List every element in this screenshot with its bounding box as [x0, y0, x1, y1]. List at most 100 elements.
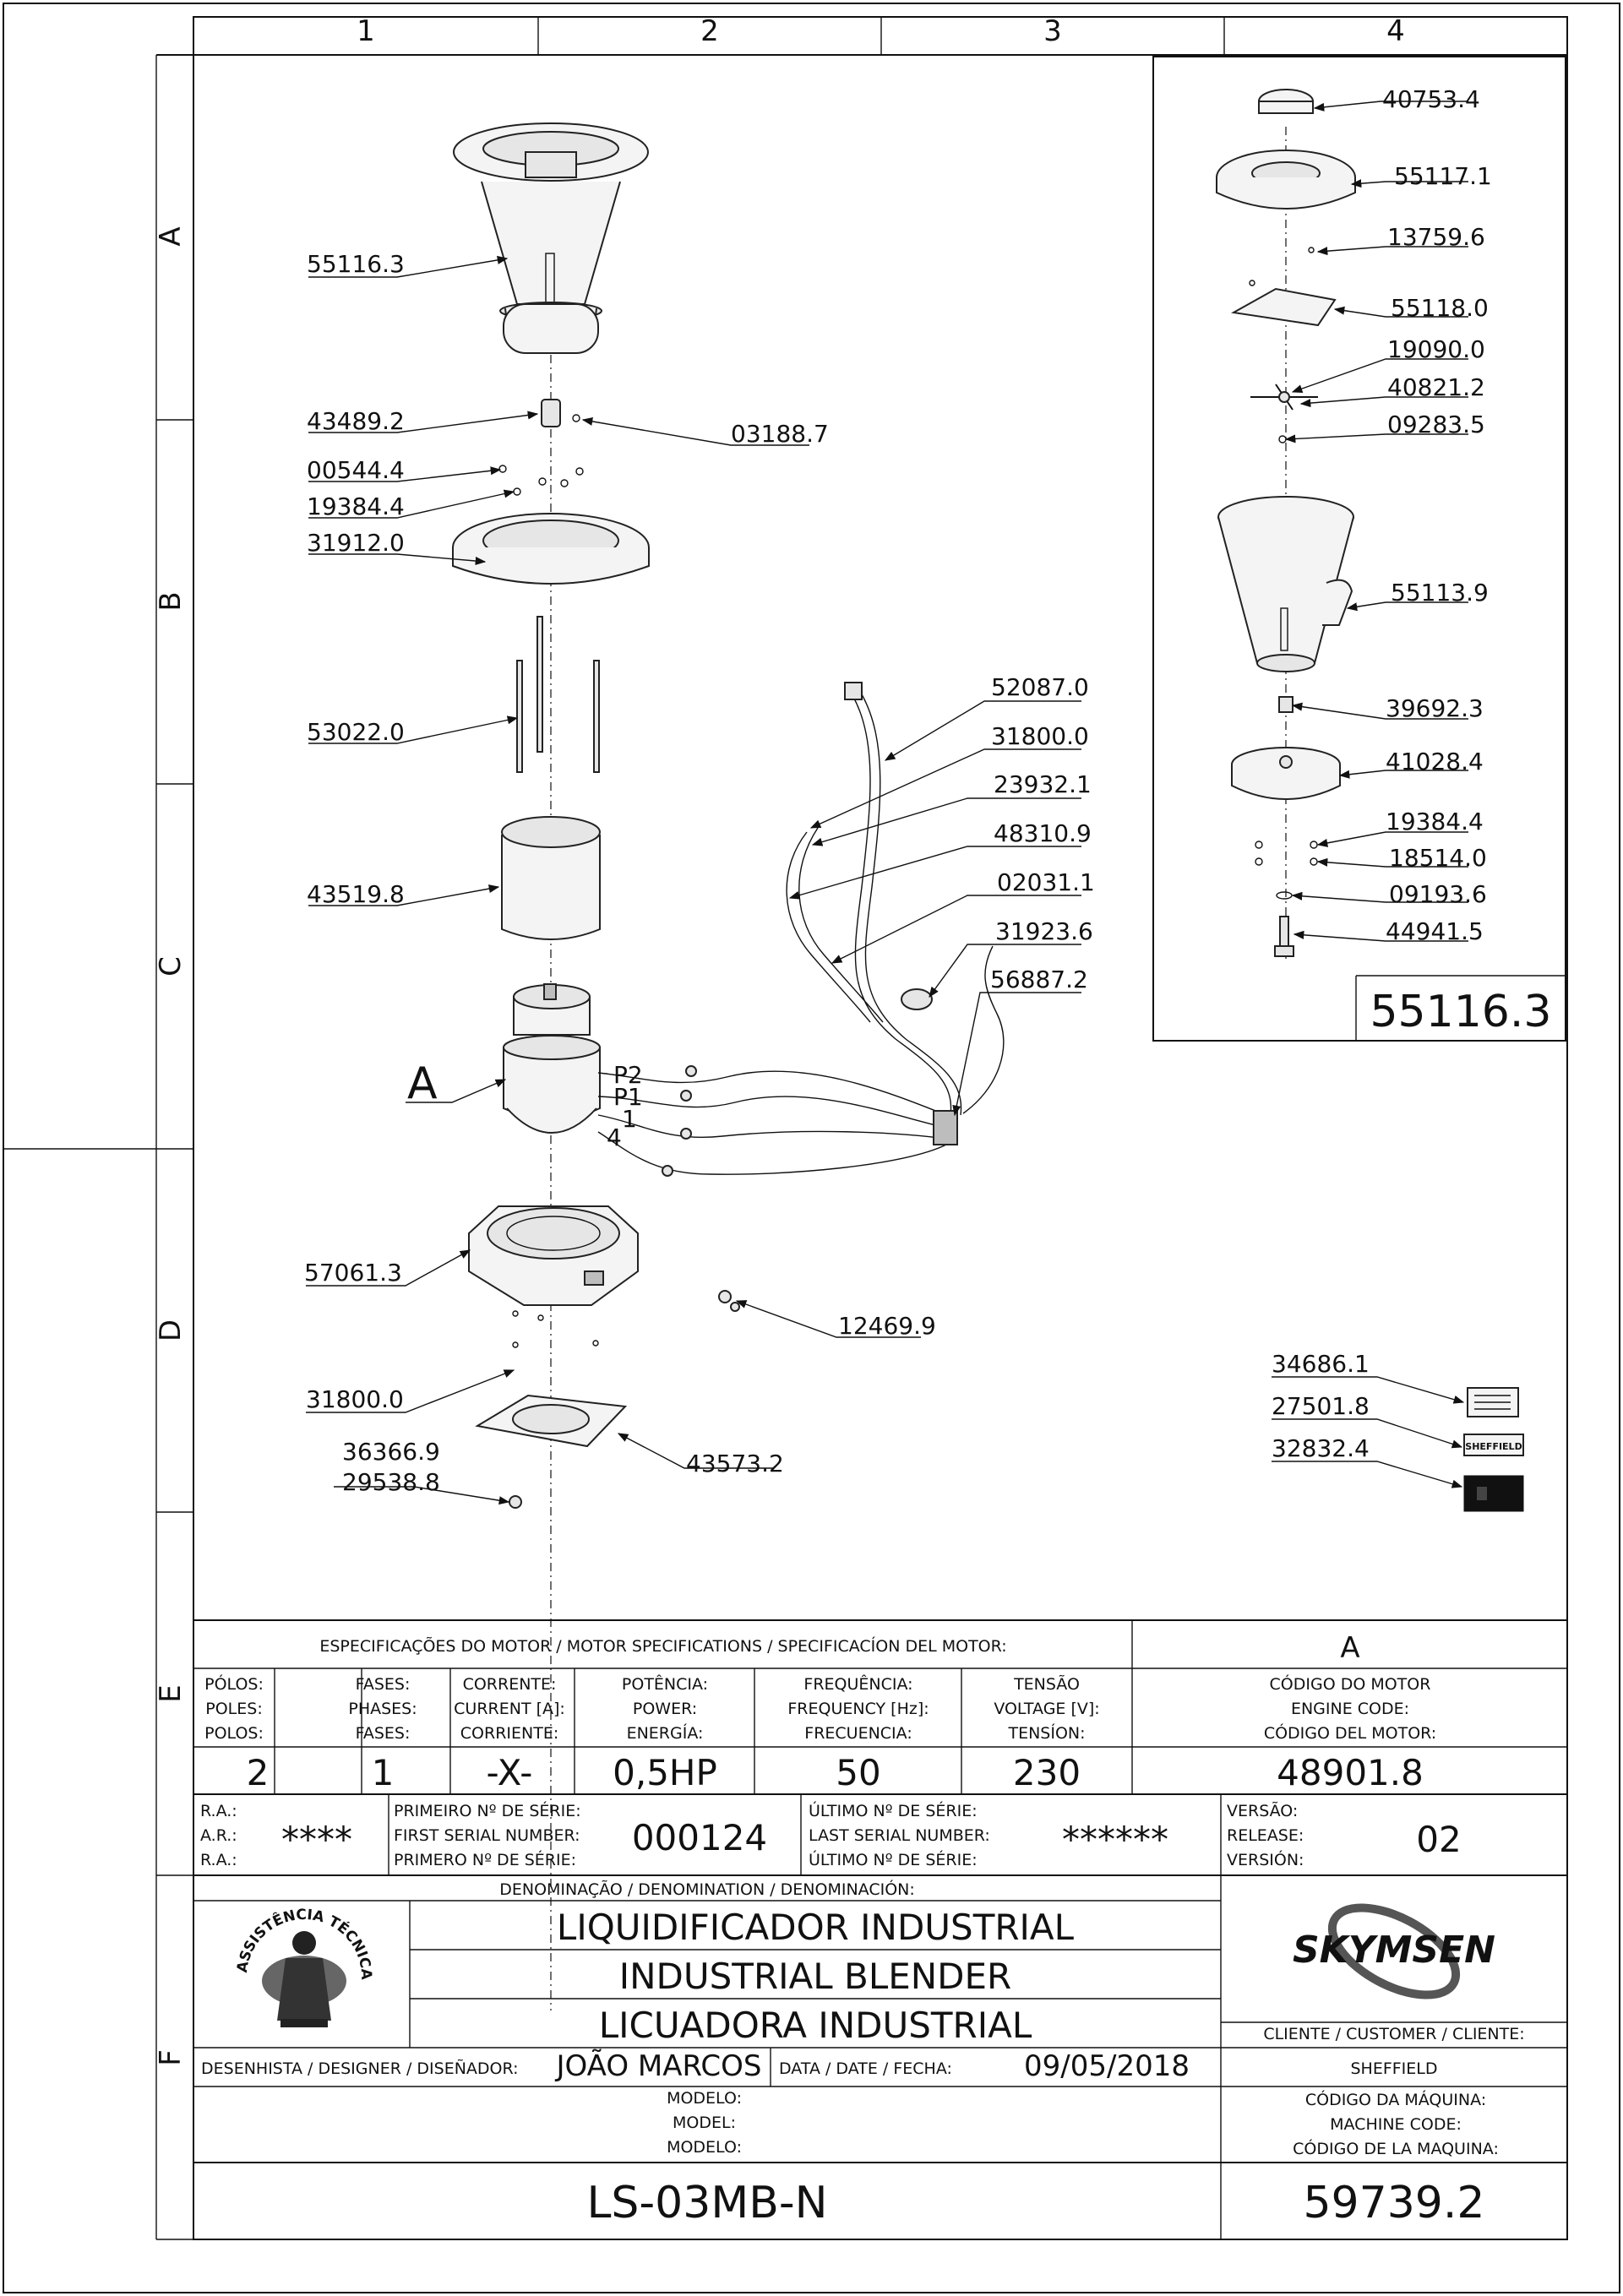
motor-part	[503, 983, 601, 1134]
callout-32832-4: 32832.4	[1272, 1434, 1370, 1462]
svg-text:2: 2	[247, 1752, 270, 1793]
svg-text:FASES:: FASES:	[356, 1724, 411, 1743]
coupling-part	[498, 399, 584, 496]
denomination-en: INDUSTRIAL BLENDER	[619, 1956, 1011, 1997]
denomination-pt: LIQUIDIFICADOR INDUSTRIAL	[557, 1907, 1075, 1948]
sticker-brand: SHEFFIELD	[1465, 1441, 1522, 1452]
machine-code-labels: CÓDIGO DA MÁQUINA: MACHINE CODE: CÓDIGO …	[1293, 2089, 1499, 2158]
detail-part-55118-0: 55118.0	[1391, 294, 1489, 322]
detail-part-09283-5: 09283.5	[1387, 411, 1485, 438]
grid-column-4: 4	[1386, 14, 1405, 48]
rods-part	[516, 616, 600, 773]
callout-31912-0: 31912.0	[307, 529, 405, 557]
svg-text:230: 230	[1013, 1752, 1081, 1793]
detail-part-13759-6: 13759.6	[1387, 223, 1485, 251]
svg-text:CÓDIGO DE LA MAQUINA:: CÓDIGO DE LA MAQUINA:	[1293, 2138, 1499, 2158]
svg-text:VERSIÓN:: VERSIÓN:	[1227, 1849, 1304, 1869]
callout-31800-0-screws: 31800.0	[306, 1385, 404, 1413]
callout-leaders	[306, 255, 1465, 1505]
first-serial-block: PRIMEIRO Nº DE SÉRIE: FIRST SERIAL NUMBE…	[394, 1801, 767, 1869]
title-block-lines	[193, 1619, 1567, 2239]
svg-text:ENERGÍA:: ENERGÍA:	[627, 1723, 704, 1743]
svg-text:CÓDIGO DEL MOTOR:: CÓDIGO DEL MOTOR:	[1264, 1722, 1436, 1743]
machine-code-value: 59739.2	[1303, 2178, 1484, 2228]
base-part	[468, 1205, 639, 1306]
detail-assembly-code: 55116.3	[1370, 987, 1551, 1037]
callout-31800-0: 31800.0	[991, 722, 1089, 750]
detail-part-19384-4: 19384.4	[1386, 808, 1484, 835]
svg-text:POLES:: POLES:	[205, 1700, 262, 1718]
callout-12469-9: 12469.9	[838, 1312, 936, 1340]
callout-23932-1: 23932.1	[994, 770, 1092, 798]
motor-spec-poles: PÓLOS: POLES: POLOS: 2	[204, 1673, 269, 1793]
svg-text:FASES:: FASES:	[356, 1675, 411, 1694]
callout-wire-4: 4	[607, 1124, 622, 1151]
callout-56887-2: 56887.2	[990, 966, 1088, 993]
svg-text:RELEASE:: RELEASE:	[1227, 1826, 1304, 1845]
bottom-plate-part	[475, 1310, 628, 1509]
sticker-labels: SHEFFIELD	[1463, 1387, 1524, 1512]
svg-text:PRIMEIRO Nº DE SÉRIE:: PRIMEIRO Nº DE SÉRIE:	[394, 1801, 581, 1820]
callout-31923-6: 31923.6	[995, 917, 1093, 945]
svg-text:TENSÍON:: TENSÍON:	[1007, 1723, 1085, 1743]
svg-text:PRIMERO Nº DE SÉRIE:: PRIMERO Nº DE SÉRIE:	[394, 1850, 576, 1869]
svg-text:MACHINE CODE:: MACHINE CODE:	[1330, 2115, 1462, 2134]
jar-part	[453, 122, 649, 354]
callout-02031-1: 02031.1	[997, 868, 1095, 896]
detail-part-55113-9: 55113.9	[1391, 579, 1489, 607]
svg-text:ÚLTIMO Nº DE SÉRIE:: ÚLTIMO Nº DE SÉRIE:	[809, 1849, 978, 1869]
grid-row-c: C	[154, 956, 188, 977]
detail-part-18514-0: 18514.0	[1389, 844, 1487, 872]
svg-text:MODELO:: MODELO:	[667, 2089, 742, 2108]
motor-spec-phases: FASES: PHASES: FASES: 1	[348, 1675, 417, 1793]
svg-text:50: 50	[836, 1752, 880, 1793]
grid-column-2: 2	[700, 14, 719, 48]
callout-34686-1: 34686.1	[1272, 1350, 1370, 1378]
jar-detail-callouts: 40753.4 55117.1 13759.6 55118.0 19090.0 …	[1370, 85, 1551, 1037]
callout-a-motor: A	[407, 1058, 438, 1109]
svg-text:MODEL:: MODEL:	[673, 2114, 736, 2132]
svg-text:MODELO:: MODELO:	[667, 2138, 742, 2157]
callout-43489-2: 43489.2	[307, 407, 405, 435]
svg-text:LAST SERIAL NUMBER:: LAST SERIAL NUMBER:	[809, 1826, 990, 1845]
designer-value: JOÃO MARCOS	[554, 2049, 761, 2083]
svg-text:VERSÃO:: VERSÃO:	[1227, 1801, 1298, 1820]
svg-text:CÓDIGO DA MÁQUINA:: CÓDIGO DA MÁQUINA:	[1305, 2089, 1486, 2109]
svg-text:1: 1	[372, 1752, 395, 1793]
svg-text:TENSÃO: TENSÃO	[1013, 1674, 1080, 1694]
detail-part-41028-4: 41028.4	[1386, 748, 1484, 775]
detail-part-40753-4: 40753.4	[1382, 85, 1480, 113]
grid-row-e: E	[154, 1684, 188, 1702]
authorized-service-stamp: ASSISTÊNCIA TÉCNICA AUTORIZADA	[0, 0, 374, 2027]
version-block: VERSÃO: RELEASE: VERSIÓN: 02	[1227, 1801, 1462, 1869]
svg-text:02: 02	[1416, 1819, 1461, 1860]
motor-spec-power: POTÊNCIA: POWER: ENERGÍA: 0,5HP	[613, 1674, 717, 1793]
svg-text:ÚLTIMO Nº DE SÉRIE:: ÚLTIMO Nº DE SÉRIE:	[809, 1800, 978, 1820]
upper-housing-part	[452, 513, 650, 585]
svg-text:****: ****	[281, 1819, 352, 1860]
svg-text:FREQUÊNCIA:: FREQUÊNCIA:	[803, 1674, 912, 1694]
svg-text:FREQUENCY [Hz]:: FREQUENCY [Hz]:	[787, 1700, 929, 1718]
svg-text:0,5HP: 0,5HP	[613, 1752, 717, 1793]
detail-part-19090-0: 19090.0	[1387, 335, 1485, 363]
callout-19384-4: 19384.4	[307, 492, 405, 520]
grid-row-b: B	[154, 591, 188, 611]
date-value: 09/05/2018	[1024, 2049, 1190, 2083]
detail-part-40821-2: 40821.2	[1387, 373, 1485, 401]
model-labels: MODELO: MODEL: MODELO:	[667, 2089, 742, 2157]
detail-part-44941-5: 44941.5	[1386, 917, 1484, 945]
ra-block: R.A.: A.R.: R.A.: ****	[200, 1802, 352, 1869]
motor-ref: A	[1340, 1631, 1359, 1665]
grid-column-1: 1	[357, 14, 375, 48]
svg-text:R.A.:: R.A.:	[200, 1851, 237, 1869]
motor-spec-frequency: FREQUÊNCIA: FREQUENCY [Hz]: FRECUENCIA: …	[787, 1674, 929, 1793]
callout-52087-0: 52087.0	[991, 673, 1089, 701]
callout-03188-7: 03188.7	[731, 420, 829, 448]
skymsen-logo: SKYMSEN	[1293, 1903, 1495, 1999]
callout-27501-8: 27501.8	[1272, 1392, 1370, 1420]
detail-part-39692-3: 39692.3	[1386, 694, 1484, 722]
svg-text:VOLTAGE [V]:: VOLTAGE [V]:	[994, 1700, 1099, 1718]
svg-text:PHASES:: PHASES:	[348, 1700, 417, 1718]
callout-p1: P1	[613, 1083, 643, 1111]
